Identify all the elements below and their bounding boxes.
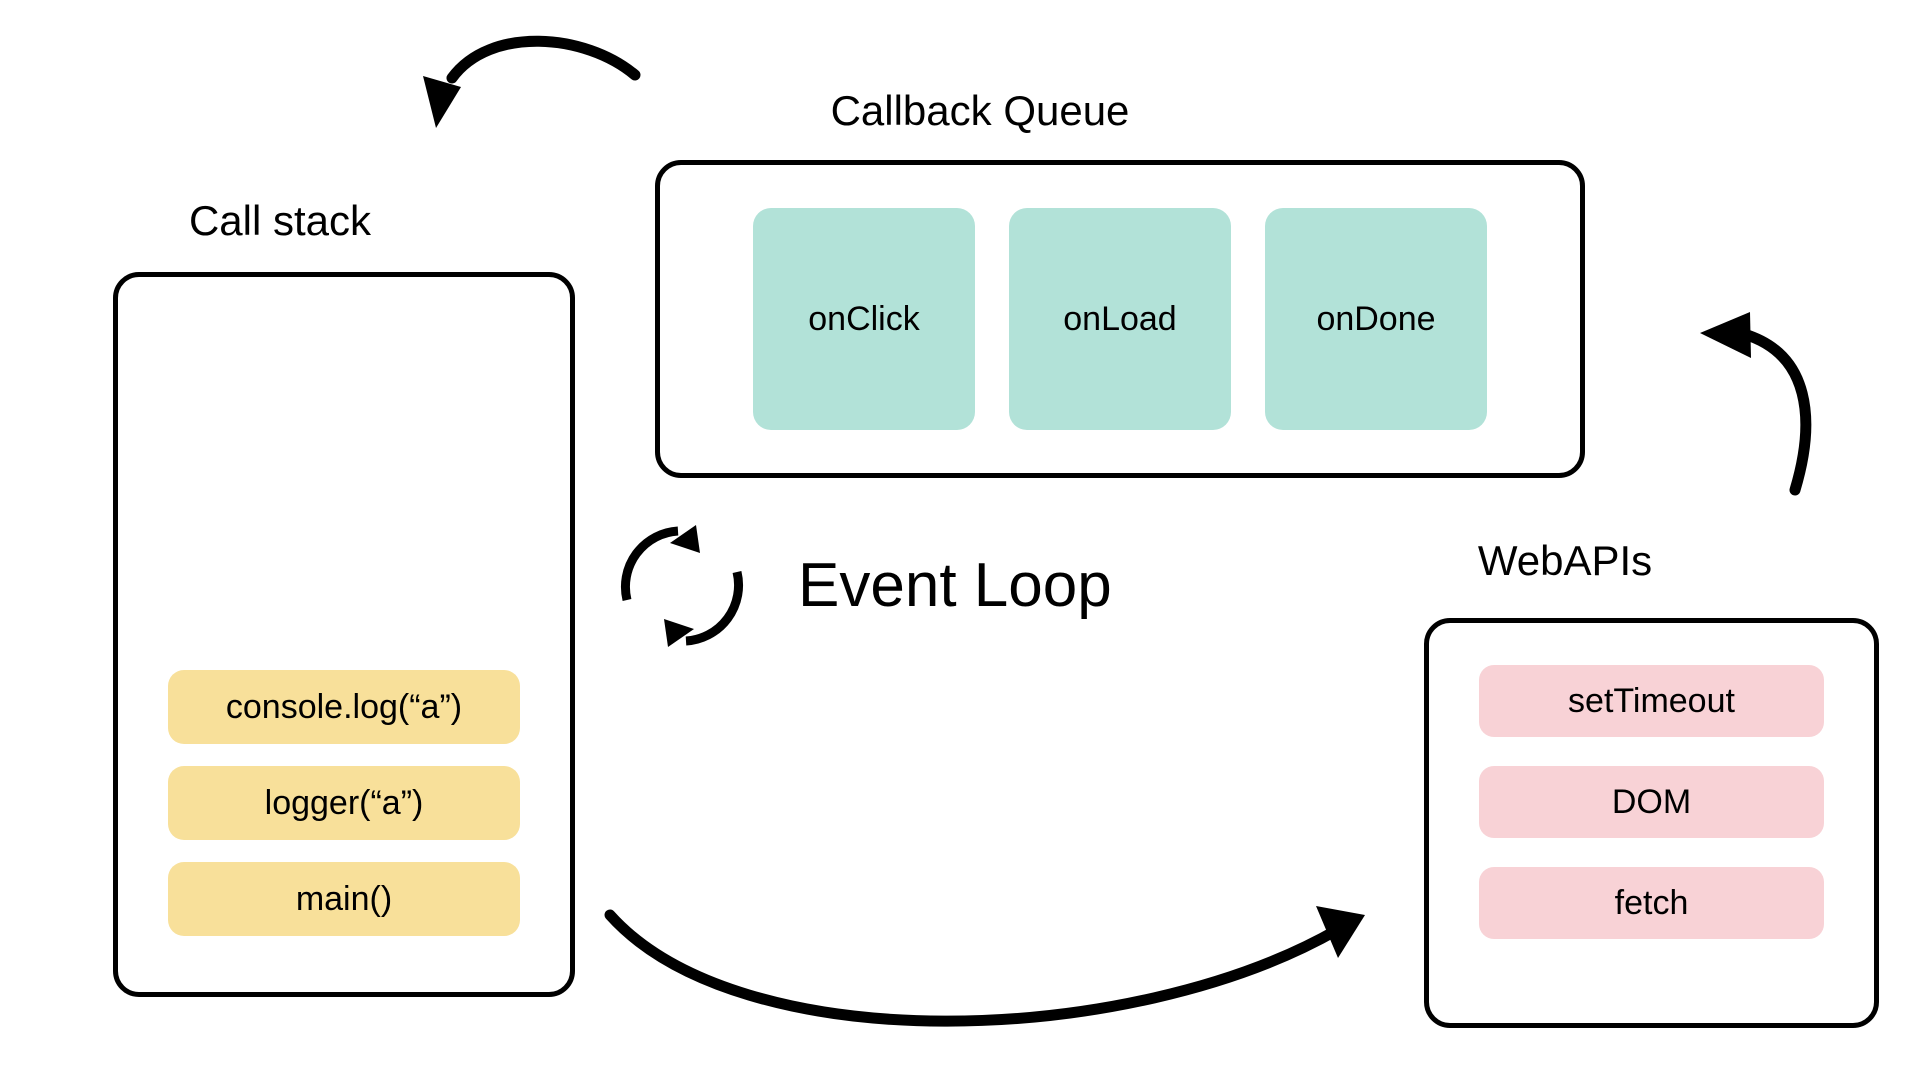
call-stack-frame[interactable]: main() [168, 862, 520, 936]
web-apis-panel: setTimeout DOM fetch [1424, 618, 1879, 1028]
callback-queue-card-list: onClick onLoad onDone [660, 165, 1580, 473]
callback-queue-card-label: onLoad [1063, 299, 1177, 338]
web-apis-item-label: fetch [1614, 883, 1689, 922]
callback-queue-card[interactable]: onLoad [1009, 208, 1231, 430]
web-apis-item-label: DOM [1611, 782, 1692, 821]
callstack-to-webapis-arrow [604, 906, 1365, 1027]
web-apis-item-label: setTimeout [1568, 681, 1735, 720]
call-stack-frame-label: main() [295, 879, 393, 918]
call-stack-frame-label: logger(“a”) [264, 783, 424, 822]
call-stack-panel: console.log(“a”) logger(“a”) main() [113, 272, 575, 997]
call-stack-frame[interactable]: console.log(“a”) [168, 670, 520, 744]
call-stack-frame[interactable]: logger(“a”) [168, 766, 520, 840]
callback-queue-panel: onClick onLoad onDone [655, 160, 1585, 478]
cycle-arrows-icon [620, 525, 744, 647]
event-loop-label: Event Loop [798, 551, 1112, 620]
call-stack-frame-list: console.log(“a”) logger(“a”) main() [168, 670, 520, 936]
queue-to-callstack-arrow [423, 35, 641, 128]
web-apis-item[interactable]: fetch [1479, 867, 1824, 939]
web-apis-item[interactable]: setTimeout [1479, 665, 1824, 737]
callback-queue-card-label: onClick [808, 299, 920, 338]
callback-queue-card[interactable]: onDone [1265, 208, 1487, 430]
web-apis-title: WebAPIs [1477, 537, 1653, 584]
web-apis-item-list: setTimeout DOM fetch [1479, 665, 1824, 939]
call-stack-title: Call stack [188, 197, 372, 244]
web-apis-item[interactable]: DOM [1479, 766, 1824, 838]
callback-queue-card-label: onDone [1316, 299, 1436, 338]
call-stack-frame-label: console.log(“a”) [225, 687, 463, 726]
callback-queue-card[interactable]: onClick [753, 208, 975, 430]
webapis-to-queue-arrow [1700, 312, 1812, 496]
event-loop-group: Event Loop [612, 516, 1112, 656]
callback-queue-title: Callback Queue [830, 87, 1130, 134]
